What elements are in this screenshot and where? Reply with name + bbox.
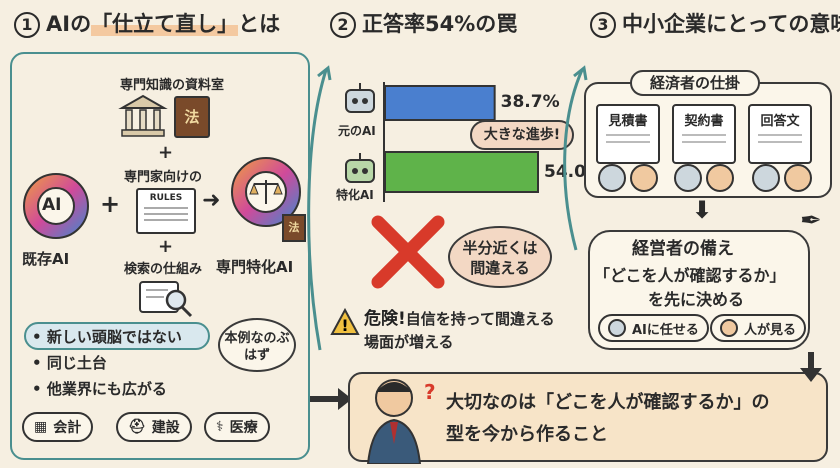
flow-arrow-right — [563, 65, 588, 251]
progress-callout: 大きな進歩! — [470, 120, 574, 150]
robot-icon-small — [608, 319, 626, 337]
robot-face-icon-2 — [674, 164, 702, 192]
label-orig-ai: 元のAI — [338, 124, 376, 138]
ai-task-pill: AIに任せる — [598, 314, 709, 342]
law-book-icon: 法 — [174, 96, 210, 138]
bottom-box — [348, 372, 828, 462]
specialized-ai-label: 専門特化AI — [216, 258, 294, 276]
bullet-2: • 同じ土台 — [32, 354, 107, 372]
human-task-pill: 人が見る — [710, 314, 807, 342]
conclusion-line-2: 型を今から作ること — [446, 424, 608, 445]
question-mark: ? — [424, 380, 436, 404]
red-x-icon — [371, 215, 445, 289]
bar-orig-ai — [384, 85, 496, 121]
danger-heading: 危険! — [364, 309, 406, 329]
system-title: 経済者の仕掛 — [630, 70, 760, 96]
businessman-icon — [366, 379, 422, 464]
human-face-icon-3 — [784, 164, 812, 192]
robot-icon-spec — [345, 153, 375, 183]
robot-face-icon-1 — [598, 164, 626, 192]
flow-arrow-left — [307, 65, 332, 351]
bullet-1: • 新しい頭脳ではない — [32, 328, 182, 346]
section3-number: 3 — [590, 12, 616, 38]
section2-number: 2 — [330, 12, 356, 38]
calculator-icon: ▦ — [34, 419, 48, 435]
robot-face-icon-3 — [752, 164, 780, 192]
bullet-3: • 他業界にも広がる — [32, 380, 167, 398]
ai-glyph: AI — [42, 195, 62, 215]
resource-label: 専門知識の資料室 — [120, 78, 225, 93]
industry-medical: ⚕医療 — [204, 412, 270, 442]
search-label: 検索の仕組み — [124, 262, 203, 277]
stethoscope-icon: ⚕ — [216, 419, 224, 435]
doc-response: 回答文 — [748, 104, 812, 164]
human-face-icon-1 — [630, 164, 658, 192]
bank-icon — [118, 94, 168, 137]
hardhat-icon: ⛑ — [128, 419, 146, 435]
rules-document-icon: RULES — [136, 188, 196, 234]
rules-text: RULES — [149, 193, 183, 203]
svg-text:!: ! — [341, 316, 348, 335]
law-book-small-icon: 法 — [282, 214, 306, 242]
human-icon-small — [720, 319, 738, 337]
prep-tail: を先に決める — [648, 290, 745, 309]
specialized-ai-gear-icon — [231, 157, 301, 227]
prep-quote: 「どこを人が確認するか」 — [594, 266, 786, 285]
warning-icon: ! — [330, 308, 360, 335]
existing-ai-gear-icon — [23, 173, 89, 239]
value-label-orig: 38.7% — [500, 92, 560, 112]
arrow-down-bottom — [800, 352, 822, 382]
wrong-bubble: 半分近くは間違える — [448, 226, 552, 288]
existing-ai-label: 既存AI — [22, 250, 70, 268]
arrow-down-icon: ⬇ — [692, 196, 713, 224]
doc-contract: 契約書 — [672, 104, 736, 164]
conclusion-line-1: 大切なのは「どこを人が確認するか」の — [446, 392, 770, 413]
section1-number: 1 — [14, 12, 40, 38]
industry-construction: ⛑建設 — [116, 412, 192, 442]
section1-highlight: 「仕立て直し」 — [91, 12, 239, 36]
expert-label: 専門家向けの — [124, 170, 203, 185]
search-icon — [139, 281, 193, 318]
robot-icon-orig — [345, 83, 375, 113]
doc-estimate: 見積書 — [596, 104, 660, 164]
danger-text: 危険!自信を持って間違える場面が増える — [364, 309, 555, 351]
accuracy-bar-chart — [383, 82, 539, 202]
prep-title: 経営者の備え — [632, 239, 734, 259]
plus-sign: + — [158, 142, 174, 163]
arrow-right-icon: ➜ — [202, 188, 221, 213]
bar-spec-ai — [384, 151, 539, 193]
human-face-icon-2 — [706, 164, 734, 192]
pen-icon: ✒ — [800, 206, 822, 236]
bullet-highlight — [24, 322, 210, 350]
industry-accounting: ▦会計 — [22, 412, 94, 442]
arrow-bottom-left — [310, 388, 352, 410]
label-spec-ai: 特化AI — [336, 188, 374, 202]
note-bubble: 本例なのぶはず — [218, 318, 296, 372]
plus-sign-2: + — [158, 236, 174, 257]
plus-sign-3: + — [100, 190, 121, 218]
